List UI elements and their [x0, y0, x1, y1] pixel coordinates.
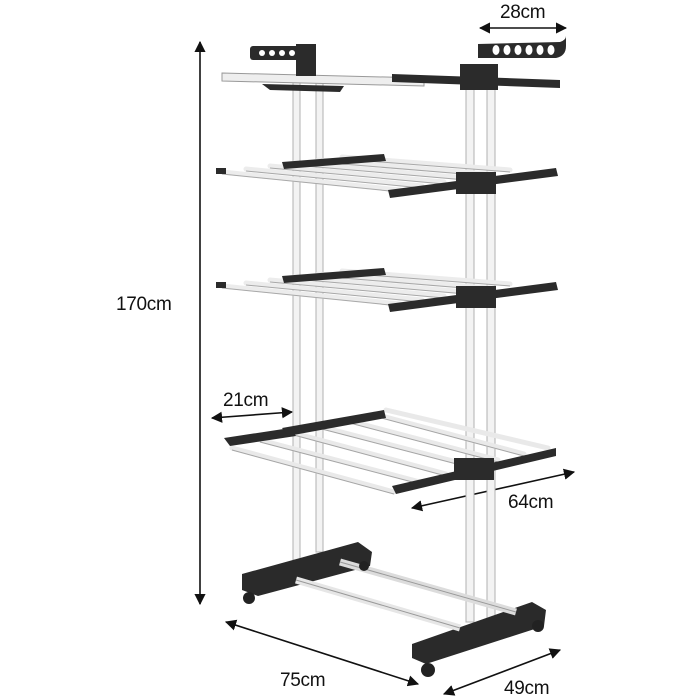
shelf-rod-edge: [245, 284, 423, 303]
top-shelf: [221, 36, 566, 92]
shelf-rod-edge: [221, 173, 401, 193]
frame-posts: [292, 69, 496, 623]
shelf-rod: [243, 166, 425, 189]
shelf-rod-edge: [269, 281, 445, 299]
top-shelf-rail: [221, 72, 425, 87]
bottom-shelf-rod-edges: [231, 415, 525, 495]
post-rear-right: [465, 69, 475, 623]
hanger-width-label: 28cm: [500, 2, 546, 23]
hanger-right: [478, 36, 566, 58]
wing-width-label: 21cm: [223, 390, 269, 411]
rack-base: [242, 542, 546, 677]
caster-wheel: [532, 620, 544, 632]
bottom-shelf-back-bar: [282, 410, 386, 436]
shelf-tiers: [216, 154, 558, 312]
shelf-rod: [243, 280, 425, 303]
base-foot-right: [412, 602, 546, 664]
wing-dimension-line: [210, 407, 294, 423]
shelf-rod: [219, 283, 403, 307]
shelf-rod: [267, 163, 447, 185]
height-label: 170cm: [116, 294, 172, 315]
shelf-end-cap: [216, 282, 226, 288]
shelf-back-bar: [282, 268, 386, 283]
depth-label: 49cm: [504, 678, 550, 699]
shelf-rod: [267, 277, 447, 299]
shelf-rod-edge: [269, 167, 445, 185]
shelf-width-label: 64cm: [508, 492, 554, 513]
bottom-shelf-joint: [454, 458, 494, 480]
bottom-shelf: [224, 407, 556, 495]
top-shelf-bracket: [262, 84, 344, 92]
shelf-joint: [456, 286, 496, 308]
hanger-left-teeth: [259, 50, 295, 56]
caster-wheel: [421, 663, 435, 677]
shelf-rod-edge: [245, 170, 423, 189]
caster-wheel: [359, 561, 369, 571]
shelf-end-cap: [216, 168, 226, 174]
post-front-right: [486, 69, 496, 619]
length-dimension-line: [224, 619, 420, 687]
drying-shelf: [216, 268, 558, 312]
post-rear-left: [292, 81, 301, 561]
bottom-shelf-wing-left: [224, 428, 296, 446]
shelf-back-bar: [282, 154, 386, 169]
base-rail-edge: [339, 561, 517, 613]
drying-shelf: [216, 154, 558, 198]
bottom-shelf-rods: [229, 407, 551, 495]
shelf-rod-edge: [221, 287, 401, 307]
base-foot-left: [242, 542, 372, 596]
shelf-rod: [219, 169, 403, 193]
length-label: 75cm: [280, 670, 326, 691]
hanger-left-mount: [296, 44, 316, 76]
base-rail-edge-2: [295, 579, 461, 629]
shelf-joint: [456, 172, 496, 194]
depth-dimension-line: [442, 648, 562, 696]
hanger-right-holes: [492, 45, 555, 55]
top-right-joint: [460, 64, 498, 90]
dimension-lines: [194, 22, 576, 696]
shelf-rod-edge: [293, 278, 467, 295]
post-front-left: [315, 81, 324, 553]
caster-wheel: [243, 592, 255, 604]
shelf-rod-edge: [293, 164, 467, 181]
